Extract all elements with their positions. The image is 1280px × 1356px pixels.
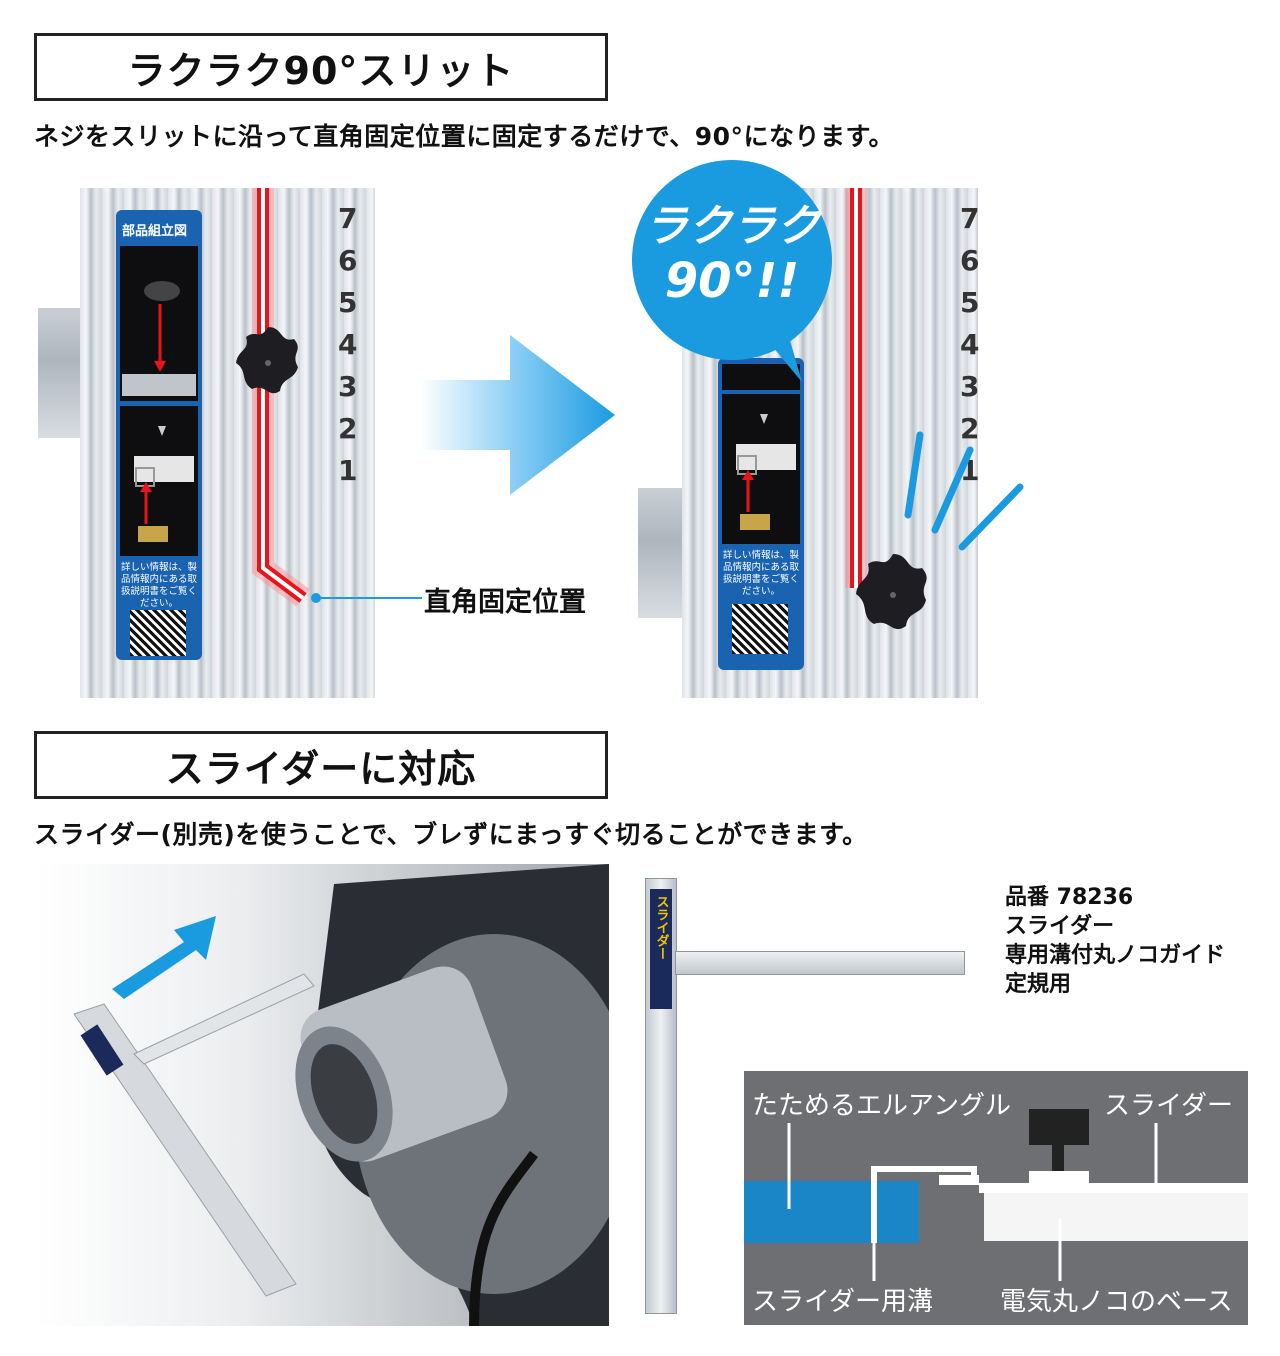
bubble-line2: 90°!! <box>664 253 800 309</box>
product-spec: 品番 78236 スライダー 専用溝付丸ノコガイド 定規用 <box>1005 883 1225 999</box>
slit-red-line <box>845 188 867 588</box>
card-note: 詳しい情報は、製品情報内にある取扱説明書をご覧ください。 <box>120 562 197 609</box>
knob-icon <box>236 327 298 394</box>
motion-lines-icon <box>904 431 1024 551</box>
section2-description: スライダー(別売)を使うことで、ブレずにまっすぐ切ることができます。 <box>34 820 868 849</box>
product-sticker: スライダー <box>650 889 672 1009</box>
callout-leader-line <box>311 593 422 603</box>
label-folding-angle: たためるエルアングル <box>752 1091 1011 1121</box>
spec-line3: 専用溝付丸ノコガイド <box>1005 943 1226 968</box>
bubble-text: ラクラク 90°!! <box>627 200 837 308</box>
card-panel-top <box>120 246 198 401</box>
label-slider-groove: スライダー用溝 <box>752 1287 933 1317</box>
circular-saw-illustration <box>73 864 609 1326</box>
product-sticker-text: スライダー <box>653 895 669 960</box>
knob-icon <box>856 554 927 630</box>
instruction-card: 詳しい情報は、製品情報内にある取扱説明書をご覧ください。 <box>718 358 804 670</box>
assembly-illustration-bottom <box>736 414 796 530</box>
section1-title-box: ラクラク90°スリット <box>34 33 608 101</box>
assembly-illustration-top <box>122 281 196 396</box>
cross-section-diagram: たためるエルアングル スライダー スライダー用溝 電気丸ノコのベース <box>744 1071 1248 1325</box>
right-arrow-icon <box>420 335 615 495</box>
section2-title-box: スライダーに対応 <box>34 731 608 799</box>
card-panel-bottom <box>120 406 198 556</box>
qr-code-icon <box>130 610 186 656</box>
spec-line1: 品番 78236 <box>1005 885 1134 910</box>
slider-ruler-vertical: スライダー <box>645 878 677 1314</box>
callout-label: 直角固定位置 <box>424 587 586 618</box>
card-panel-bottom <box>722 394 800 544</box>
section2-title: スライダーに対応 <box>165 746 477 791</box>
slit-red-line <box>252 188 310 607</box>
section1-description: ネジをスリットに沿って直角固定位置に固定するだけで、90°になります。 <box>34 122 895 151</box>
label-slider: スライダー <box>1104 1091 1233 1121</box>
section1-title: ラクラク90°スリット <box>127 48 515 93</box>
label-saw-base: 電気丸ノコのベース <box>1000 1287 1233 1317</box>
card-panel-top <box>722 364 800 390</box>
card-header: 部品組立図 <box>122 224 188 239</box>
instruction-card: 部品組立図 詳しい情報は、製品情報内にある取扱説明書をご覧ください。 <box>116 210 202 660</box>
assembly-illustration-bottom <box>134 426 194 542</box>
qr-code-icon <box>732 604 788 654</box>
card-note: 詳しい情報は、製品情報内にある取扱説明書をご覧ください。 <box>722 550 799 597</box>
saw-photo <box>34 864 609 1326</box>
speech-bubble <box>632 160 832 382</box>
slider-ruler-horizontal <box>675 951 965 975</box>
spec-line4: 定規用 <box>1005 972 1072 997</box>
bubble-line1: ラクラク <box>644 201 820 252</box>
spec-line2: スライダー <box>1005 914 1115 939</box>
cross-section-illustration <box>744 1109 1248 1281</box>
